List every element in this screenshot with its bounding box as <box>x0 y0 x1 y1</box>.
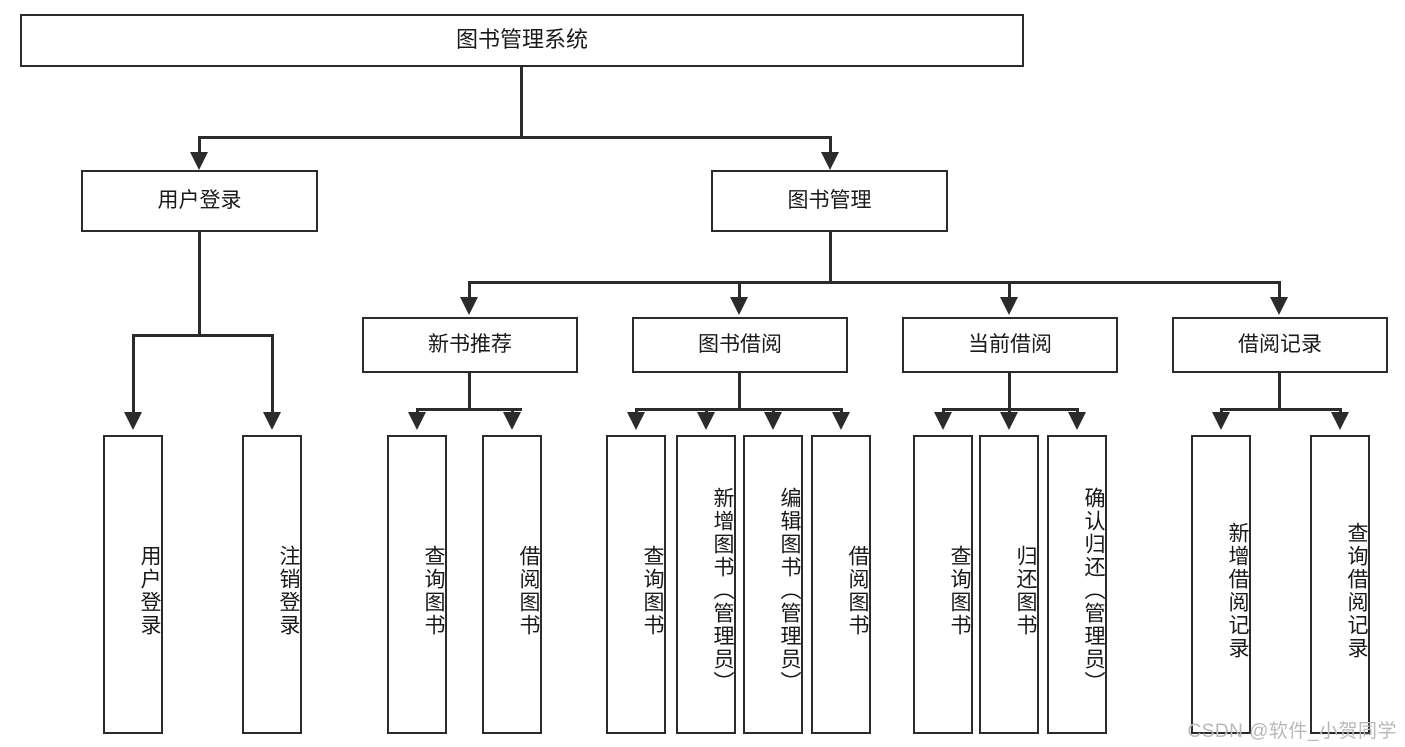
node-current-borrow[interactable]: 当前借阅 <box>902 317 1118 373</box>
node-book-management[interactable]: 图书管理 <box>711 170 948 232</box>
leaf-br-query-record[interactable]: 查询借阅记录 <box>1310 435 1370 734</box>
node-label: 查询图书 <box>948 544 971 637</box>
arrow-bb-to-borrow-book <box>832 412 850 430</box>
leaf-bb-add-book[interactable]: 新增图书（管理员） <box>676 435 736 734</box>
node-label: 用户登录 <box>138 544 161 637</box>
arrow-cb-to-confirm-return <box>1068 412 1086 430</box>
connector-book-management-bus <box>468 281 1280 284</box>
node-label: 图书管理 <box>787 189 872 213</box>
node-label: 借阅图书 <box>846 544 869 637</box>
arrow-user-login-to-logout <box>263 412 281 430</box>
arrow-root-to-book-management <box>821 152 839 170</box>
node-new-book-recommend[interactable]: 新书推荐 <box>362 317 578 373</box>
arrow-nbr-to-query-book <box>408 412 426 430</box>
node-label: 新增图书（管理员） <box>711 487 734 694</box>
connector-br-stem <box>1278 373 1281 411</box>
connector-user-login-drop-2 <box>271 334 274 418</box>
leaf-user-login[interactable]: 用户登录 <box>103 435 163 734</box>
connector-bm-drop-1 <box>468 281 471 303</box>
watermark-csdn: CSDN @软件_小贺同学 <box>1187 721 1397 742</box>
arrow-bb-to-edit-book <box>764 412 782 430</box>
node-label: 图书借阅 <box>698 333 782 357</box>
node-label: 借阅记录 <box>1238 333 1322 357</box>
node-label: 查询图书 <box>641 544 664 637</box>
connector-root-to-user-login <box>198 136 201 162</box>
leaf-nbr-query-book[interactable]: 查询图书 <box>387 435 447 734</box>
arrow-bm-to-borrow-record <box>1270 297 1288 315</box>
node-book-management-system[interactable]: 图书管理系统 <box>20 14 1024 67</box>
node-label: 借阅图书 <box>517 544 540 637</box>
connector-bb-bus <box>635 408 843 411</box>
connector-user-login-drop-1 <box>132 334 135 418</box>
leaf-logout[interactable]: 注销登录 <box>242 435 302 734</box>
connector-bm-drop-4 <box>1278 281 1281 303</box>
arrow-user-login-to-login <box>124 412 142 430</box>
connector-cb-stem <box>1008 373 1011 411</box>
connector-user-login-stem <box>198 232 201 337</box>
leaf-bb-borrow-book[interactable]: 借阅图书 <box>811 435 871 734</box>
node-label: 当前借阅 <box>968 333 1052 357</box>
connector-bm-drop-3 <box>1008 281 1011 303</box>
arrow-nbr-to-borrow-book <box>503 412 521 430</box>
connector-root-stem <box>520 67 523 139</box>
node-label: 用户登录 <box>157 189 242 213</box>
arrow-root-to-user-login <box>190 152 208 170</box>
connector-bb-stem <box>738 373 741 411</box>
leaf-nbr-borrow-book[interactable]: 借阅图书 <box>482 435 542 734</box>
arrow-cb-to-query-book <box>934 412 952 430</box>
node-label: 编辑图书（管理员） <box>778 487 801 694</box>
arrow-bb-to-query-book <box>627 412 645 430</box>
node-label: 新书推荐 <box>428 333 512 357</box>
node-borrow-record[interactable]: 借阅记录 <box>1172 317 1388 373</box>
leaf-br-add-record[interactable]: 新增借阅记录 <box>1191 435 1251 734</box>
connector-nbr-stem <box>468 373 471 411</box>
node-book-borrow[interactable]: 图书借阅 <box>632 317 848 373</box>
arrow-cb-to-return-book <box>1000 412 1018 430</box>
arrow-bb-to-add-book <box>697 412 715 430</box>
arrow-br-to-add-record <box>1212 412 1230 430</box>
connector-nbr-bus <box>416 408 522 411</box>
arrow-bm-to-current-borrow <box>1000 297 1018 315</box>
arrow-br-to-query-record <box>1331 412 1349 430</box>
connector-br-bus <box>1220 408 1342 411</box>
node-user-login[interactable]: 用户登录 <box>81 170 318 232</box>
connector-bm-drop-2 <box>738 281 741 303</box>
leaf-bb-query-book[interactable]: 查询图书 <box>606 435 666 734</box>
node-label: 图书管理系统 <box>455 27 588 53</box>
node-label: 确认归还（管理员） <box>1082 487 1105 694</box>
node-label: 查询图书 <box>422 544 445 637</box>
node-label: 新增借阅记录 <box>1226 521 1249 660</box>
arrow-bm-to-new-book-recommend <box>460 297 478 315</box>
connector-user-login-bus <box>132 334 274 337</box>
connector-root-to-book-management <box>829 136 832 162</box>
arrow-bm-to-book-borrow <box>730 297 748 315</box>
leaf-cb-query-book[interactable]: 查询图书 <box>913 435 973 734</box>
node-label: 注销登录 <box>277 544 300 637</box>
leaf-bb-edit-book[interactable]: 编辑图书（管理员） <box>743 435 803 734</box>
node-label: 归还图书 <box>1014 544 1037 637</box>
node-label: 查询借阅记录 <box>1345 521 1368 660</box>
leaf-cb-confirm-return[interactable]: 确认归还（管理员） <box>1047 435 1107 734</box>
connector-root-bus <box>198 136 832 139</box>
leaf-cb-return-book[interactable]: 归还图书 <box>979 435 1039 734</box>
connector-book-management-stem <box>829 232 832 284</box>
